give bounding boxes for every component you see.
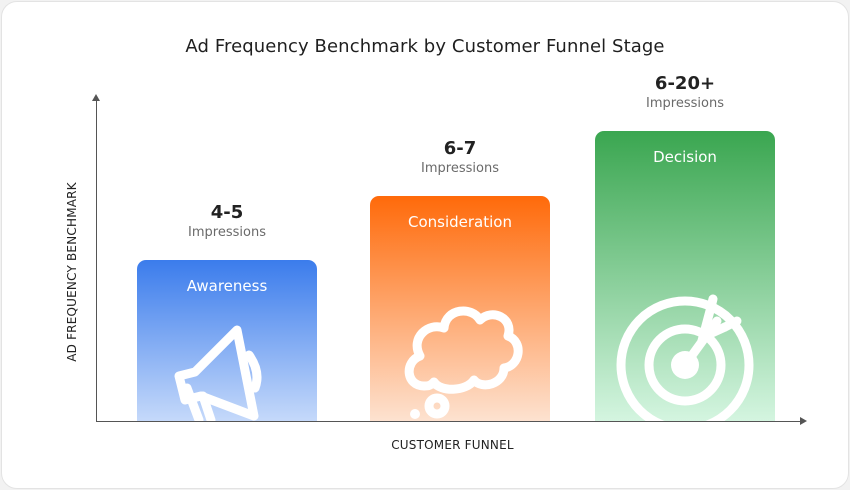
y-axis-label: AD FREQUENCY BENCHMARK (65, 182, 79, 362)
y-axis-line (96, 98, 97, 421)
bar-awareness: Awareness (137, 260, 317, 421)
bar-decision: Decision (595, 131, 775, 421)
x-axis-arrow (800, 417, 807, 425)
value-label-consideration: 6-7 Impressions (370, 138, 550, 178)
thought-cloud-icon (404, 306, 523, 419)
x-axis-line (96, 421, 802, 422)
bar-consideration: Consideration (370, 196, 550, 421)
value-unit: Impressions (646, 96, 724, 111)
value-number: 6-7 (443, 138, 477, 159)
megaphone-icon (174, 325, 262, 421)
bar-label-decision: Decision (653, 148, 717, 166)
value-unit: Impressions (188, 225, 266, 240)
value-number: 4-5 (210, 202, 244, 223)
value-number: 6-20+ (654, 73, 716, 94)
target-arrow-icon (616, 294, 754, 421)
value-unit: Impressions (421, 161, 499, 176)
chart-title: Ad Frequency Benchmark by Customer Funne… (185, 36, 665, 57)
bar-label-consideration: Consideration (408, 213, 512, 231)
y-axis-arrow (92, 94, 100, 101)
bar-label-awareness: Awareness (186, 277, 268, 295)
x-axis-label: CUSTOMER FUNNEL (391, 438, 514, 452)
value-label-decision: 6-20+ Impressions (595, 73, 775, 113)
value-label-awareness: 4-5 Impressions (137, 202, 317, 242)
